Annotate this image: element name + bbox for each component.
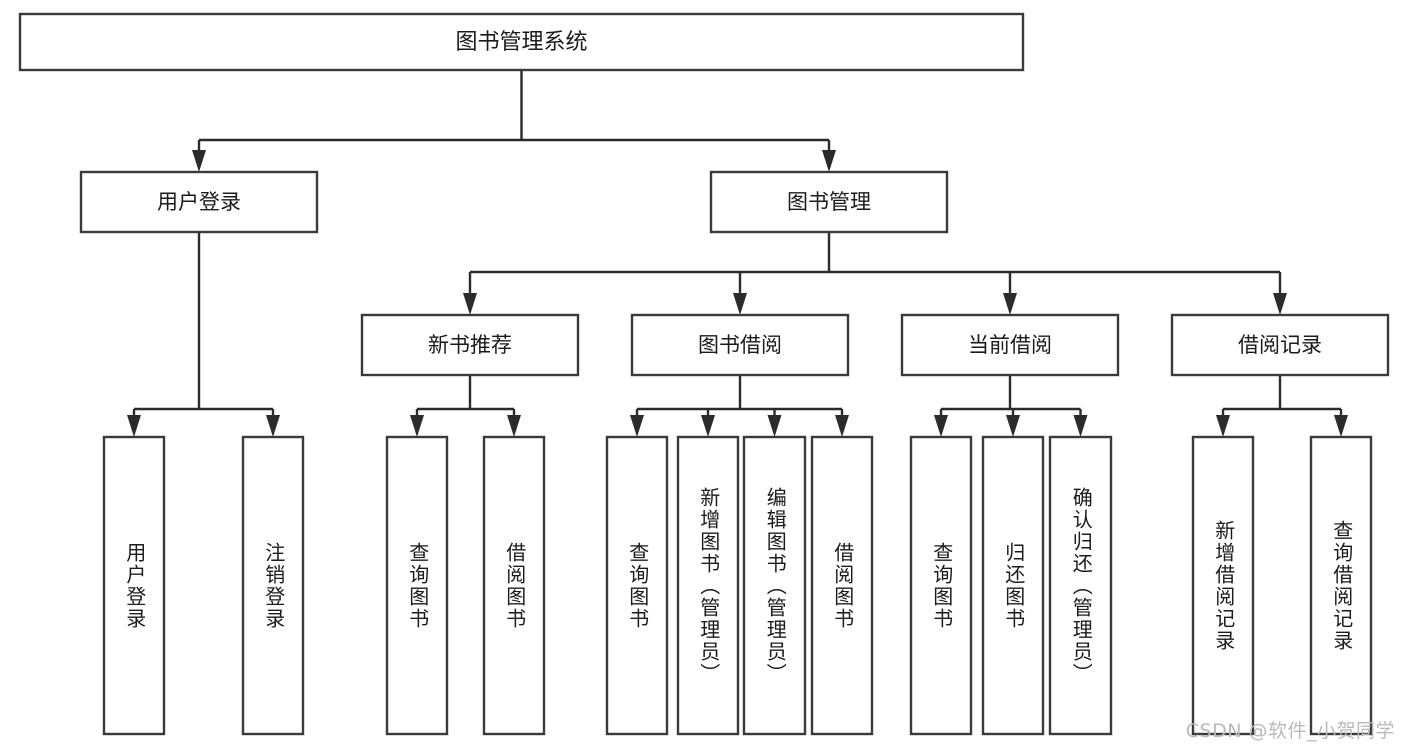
leaf-node-box-3[interactable]: [482, 435, 546, 736]
arrow-head-icon-leaf-11: [1216, 415, 1230, 437]
leaf-node-box-6[interactable]: [742, 435, 807, 736]
level2-node-label-0: 新书推荐: [428, 333, 512, 357]
level1-node-box-0[interactable]: [79, 170, 319, 234]
arrow-head-icon-leaf-4: [630, 415, 644, 437]
arrow-head-icon-level2-0: [463, 293, 477, 315]
arrow-head-icon-level2-1: [733, 293, 747, 315]
arrow-head-icon-level1-0: [192, 150, 206, 172]
leaf-node-box-12[interactable]: [1309, 435, 1373, 736]
leaf-node-box-4[interactable]: [605, 435, 669, 736]
leaf-node-box-10[interactable]: [1048, 435, 1113, 736]
level1-node-label-0: 用户登录: [157, 190, 241, 214]
level2-node-label-3: 借阅记录: [1238, 333, 1322, 357]
arrow-head-icon-leaf-10: [1073, 415, 1088, 437]
arrow-head-icon-leaf-5: [701, 415, 715, 437]
leaf-node-box-11[interactable]: [1191, 435, 1255, 736]
arrow-head-icon-leaf-3: [507, 415, 521, 437]
root-node-label: 图书管理系统: [455, 30, 587, 55]
arrow-head-icon-leaf-12: [1334, 415, 1348, 437]
level2-node-box-3[interactable]: [1170, 313, 1390, 377]
leaf-node-box-2[interactable]: [385, 435, 449, 736]
level2-node-label-2: 当前借阅: [968, 333, 1052, 357]
arrow-head-icon-leaf-2: [410, 415, 424, 437]
arrow-head-icon-level1-1: [822, 150, 836, 172]
leaf-node-box-1[interactable]: [241, 435, 305, 736]
connectors-layer: [127, 70, 1348, 437]
watermark-text: CSDN @软件_小贺同学: [1185, 720, 1395, 742]
arrow-head-icon-level2-3: [1273, 293, 1287, 315]
arrow-head-icon-leaf-1: [266, 415, 280, 437]
level2-node-box-2[interactable]: [900, 313, 1120, 377]
level2-node-box-1[interactable]: [630, 313, 850, 377]
arrow-head-icon-leaf-6: [767, 415, 782, 437]
level1-node-box-1[interactable]: [709, 170, 949, 234]
leaf-node-box-7[interactable]: [810, 435, 874, 736]
leaf-node-box-0[interactable]: [102, 435, 166, 736]
level2-node-label-1: 图书借阅: [698, 333, 782, 357]
boxes-layer: [18, 12, 1390, 736]
level1-node-label-1: 图书管理: [787, 190, 871, 214]
arrow-head-icon-level2-2: [1003, 293, 1017, 315]
leaf-node-box-8[interactable]: [909, 435, 973, 736]
root-node-box[interactable]: [18, 12, 1025, 72]
arrow-head-icon-leaf-9: [1006, 415, 1020, 437]
leaf-node-box-5[interactable]: [676, 435, 740, 736]
arrow-head-icon-leaf-8: [934, 415, 948, 437]
leaf-node-box-9[interactable]: [981, 435, 1045, 736]
level2-node-box-0[interactable]: [360, 313, 580, 377]
arrow-head-icon-leaf-0: [127, 415, 141, 437]
arrow-head-icon-leaf-7: [835, 415, 849, 437]
